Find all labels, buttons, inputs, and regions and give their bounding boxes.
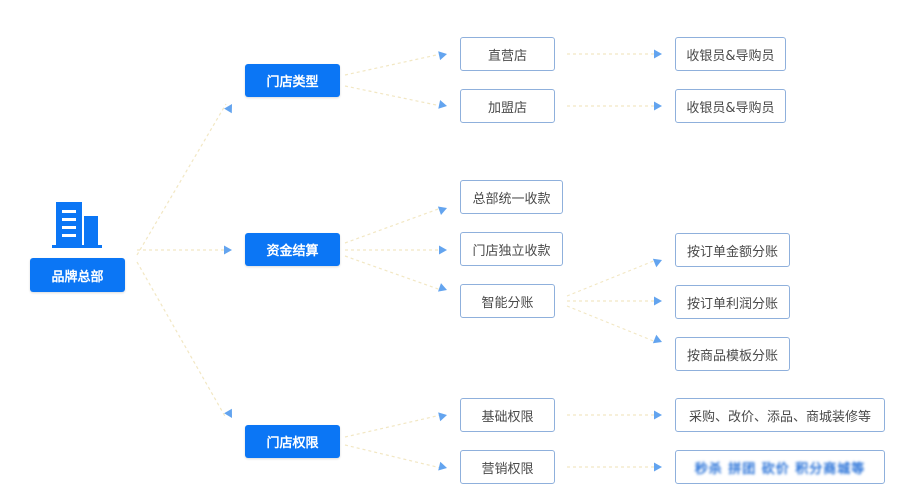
node-cashier-guide: 收银员&导购员 xyxy=(675,37,786,71)
node-label: 按商品模板分账 xyxy=(686,348,778,364)
arrowhead-icon xyxy=(652,334,662,344)
arrowhead-icon xyxy=(224,245,232,255)
branch-store-type: 门店类型 xyxy=(245,64,340,97)
arrowhead-icon xyxy=(654,101,662,111)
connector-line xyxy=(344,207,442,244)
connector-line xyxy=(344,444,442,469)
connector-line xyxy=(136,261,227,419)
node-label: 营销权限 xyxy=(481,461,534,477)
connector-line xyxy=(136,103,227,256)
node-cashier-guide: 收银员&导购员 xyxy=(675,89,786,123)
node-basic-permissions: 基础权限 xyxy=(460,398,555,432)
node-label: 基础权限 xyxy=(481,409,534,425)
arrowhead-icon xyxy=(438,51,447,61)
arrowhead-icon xyxy=(438,100,447,109)
connector-line xyxy=(344,255,442,291)
arrowhead-icon xyxy=(438,412,447,422)
node-label: 收银员&导购员 xyxy=(686,48,775,64)
connector-line xyxy=(344,414,442,438)
node-label: 收银员&导购员 xyxy=(686,100,775,116)
node-label: 直营店 xyxy=(487,48,527,64)
node-split-by-product-template: 按商品模板分账 xyxy=(675,337,790,371)
arrowhead-icon xyxy=(654,49,662,59)
node-marketing-permission-detail: 秒杀 拼团 砍价 积分商城等 xyxy=(675,450,885,484)
building-icon xyxy=(52,202,102,248)
arrowhead-icon xyxy=(438,461,447,471)
arrowhead-icon xyxy=(437,206,447,215)
node-split-by-order-amount: 按订单金额分账 xyxy=(675,233,790,267)
node-direct-store: 直营店 xyxy=(460,37,555,71)
node-franchise-store: 加盟店 xyxy=(460,89,555,123)
node-label: 智能分账 xyxy=(481,295,534,311)
arrowhead-icon xyxy=(439,245,447,255)
connector-line xyxy=(566,259,657,297)
root-node: 品牌总部 xyxy=(30,258,125,292)
arrowhead-icon xyxy=(654,296,662,306)
branch-fund-settlement: 资金结算 xyxy=(245,233,340,266)
branch-label: 门店类型 xyxy=(266,75,319,90)
node-split-by-order-profit: 按订单利润分账 xyxy=(675,285,790,319)
connector-line xyxy=(344,85,442,107)
node-label: 采购、改价、添品、商城装修等 xyxy=(688,409,871,425)
arrowhead-icon xyxy=(224,408,232,418)
arrowhead-icon xyxy=(652,258,662,268)
node-hq-collection: 总部统一收款 xyxy=(460,180,563,214)
node-smart-split: 智能分账 xyxy=(460,284,555,318)
connector-line xyxy=(344,53,442,76)
branch-store-permissions: 门店权限 xyxy=(245,425,340,458)
arrowhead-icon xyxy=(654,462,662,472)
branch-label: 门店权限 xyxy=(266,436,319,451)
node-label: 按订单利润分账 xyxy=(686,296,778,312)
node-basic-permission-detail: 采购、改价、添品、商城装修等 xyxy=(675,398,885,432)
branch-label: 资金结算 xyxy=(266,244,319,259)
node-label: 门店独立收款 xyxy=(472,243,551,259)
arrowhead-icon xyxy=(438,283,447,292)
node-label: 总部统一收款 xyxy=(472,191,551,207)
arrowhead-icon xyxy=(224,104,232,114)
node-marketing-permissions: 营销权限 xyxy=(460,450,555,484)
connector-line xyxy=(566,305,657,343)
root-label: 品牌总部 xyxy=(51,269,104,285)
arrowhead-icon xyxy=(654,410,662,420)
node-label: 按订单金额分账 xyxy=(686,244,778,260)
node-label: 加盟店 xyxy=(487,100,527,116)
node-label: 秒杀 拼团 砍价 积分商城等 xyxy=(694,461,866,477)
node-store-collection: 门店独立收款 xyxy=(460,232,563,266)
